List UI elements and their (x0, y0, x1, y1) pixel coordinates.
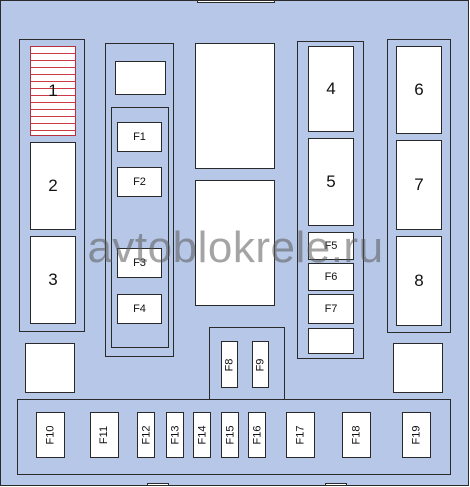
fuse-f11: F11 (90, 412, 119, 458)
fuse-f19-label: F19 (410, 425, 423, 445)
relay-8-label: 8 (414, 271, 424, 290)
fuse-f2: F2 (117, 167, 162, 197)
relay-2-label: 2 (48, 176, 58, 195)
fuse-f12-label: F12 (140, 425, 152, 445)
fuse-f5-label: F5 (324, 240, 338, 252)
fuse-f18: F18 (342, 412, 371, 458)
fuse-f17: F17 (286, 412, 315, 458)
fuse-f8: F8 (221, 341, 238, 388)
fuse-f10: F10 (36, 412, 65, 458)
fuse-f12: F12 (137, 412, 155, 458)
fuse-f4: F4 (117, 294, 162, 324)
relay-3: 3 (30, 236, 76, 324)
fuse-f6-label: F6 (324, 271, 338, 283)
relay-1: 1 (30, 46, 76, 136)
relay-7-label: 7 (414, 175, 424, 194)
relay-3-label: 3 (48, 270, 58, 289)
fuse-f9-label: F9 (254, 358, 267, 371)
fuse-f1: F1 (117, 122, 162, 152)
fuse-f13: F13 (166, 412, 184, 458)
blank-slot-right-center (308, 328, 354, 354)
fuse-f7: F7 (308, 294, 354, 324)
fuse-f10-label: F10 (44, 425, 57, 445)
fuse-f3-label: F3 (133, 257, 146, 269)
fuse-f16-label: F16 (251, 425, 263, 445)
blank-slot-right (393, 343, 443, 393)
fuse-f17-label: F17 (294, 425, 307, 445)
relay-5: 5 (308, 138, 354, 226)
blank-slot-top (115, 61, 166, 95)
bottom-tab-left (147, 483, 169, 485)
relay-4-label: 4 (326, 79, 336, 98)
relay-2: 2 (30, 142, 76, 230)
fuse-f19: F19 (402, 412, 431, 458)
bottom-tab-right (325, 483, 347, 485)
fuse-f14: F14 (193, 412, 211, 458)
blank-slot-left (25, 343, 75, 393)
relay-4: 4 (308, 46, 354, 132)
f8-f9-frame (209, 327, 285, 401)
fuse-f6: F6 (308, 263, 354, 291)
fuse-f2-label: F2 (133, 176, 146, 188)
center-slot-upper (195, 43, 275, 169)
fuse-f5: F5 (308, 232, 354, 260)
fuse-f9: F9 (252, 341, 269, 388)
fuse-f3: F3 (117, 248, 162, 278)
fuse-f18-label: F18 (350, 425, 363, 445)
fuse-f1-label: F1 (133, 131, 146, 143)
top-tab (197, 1, 275, 3)
fuse-f16: F16 (248, 412, 266, 458)
fuse-f8-label: F8 (223, 358, 236, 371)
center-slot-lower (195, 180, 275, 306)
fuse-f14-label: F14 (196, 425, 208, 445)
relay-5-label: 5 (326, 172, 336, 191)
relay-6: 6 (396, 46, 442, 134)
fuse-f4-label: F4 (133, 303, 146, 315)
fuse-f11-label: F11 (98, 425, 111, 445)
fuse-f7-label: F7 (324, 303, 338, 315)
relay-7: 7 (396, 140, 442, 230)
fuse-f13-label: F13 (169, 425, 181, 445)
fuse-f15: F15 (221, 412, 239, 458)
relay-8: 8 (396, 236, 442, 326)
relay-1-label: 1 (48, 81, 58, 100)
relay-6-label: 6 (414, 80, 424, 99)
fuse-f15-label: F15 (224, 425, 236, 445)
